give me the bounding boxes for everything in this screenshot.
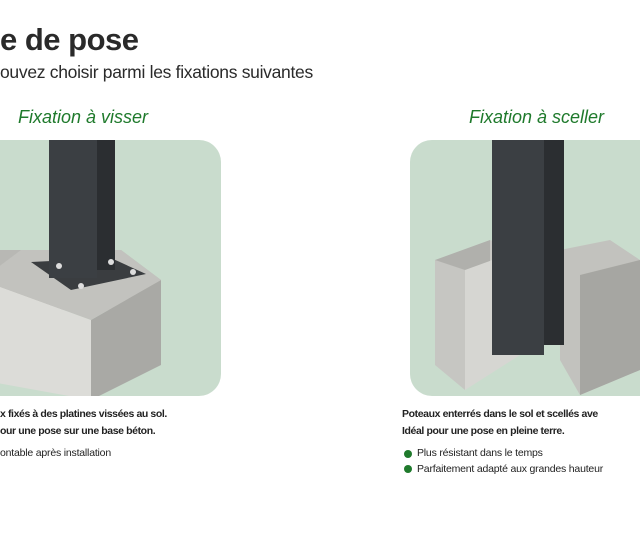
bullet-text: Parfaitement adapté aux grandes hauteur bbox=[417, 462, 603, 475]
list-item: ontable après installation bbox=[0, 446, 220, 462]
list-item: Parfaitement adapté aux grandes hauteur bbox=[404, 462, 638, 478]
option-title-visser: Fixation à visser bbox=[18, 107, 149, 127]
screw-fixation-illustration bbox=[0, 140, 221, 396]
bullet-list-visser: ontable après installation bbox=[0, 446, 220, 462]
bullet-text: Plus résistant dans le temps bbox=[417, 447, 543, 459]
description-line: x fixés à des platines vissées au sol. bbox=[0, 408, 167, 420]
bullet-dot-icon bbox=[404, 465, 412, 474]
seal-fixation-illustration bbox=[410, 140, 640, 396]
page-title: e de pose bbox=[0, 22, 139, 57]
description-line: Idéal pour une pose en pleine terre. bbox=[402, 425, 565, 437]
bullet-text: ontable après installation bbox=[0, 447, 111, 459]
option-title-sceller: Fixation à sceller bbox=[469, 107, 605, 127]
page-subtitle: ouvez choisir parmi les fixations suivan… bbox=[0, 62, 313, 82]
description-line: Poteaux enterrés dans le sol et scellés … bbox=[402, 408, 598, 420]
bullet-dot-icon bbox=[404, 449, 412, 458]
option-description-visser: x fixés à des platines vissées au sol. o… bbox=[0, 406, 230, 440]
description-line: our une pose sur une base béton. bbox=[0, 425, 156, 437]
bullet-list-sceller: Plus résistant dans le temps Parfaitemen… bbox=[404, 446, 638, 477]
list-item: Plus résistant dans le temps bbox=[404, 446, 638, 462]
option-description-sceller: Poteaux enterrés dans le sol et scellés … bbox=[402, 406, 638, 440]
